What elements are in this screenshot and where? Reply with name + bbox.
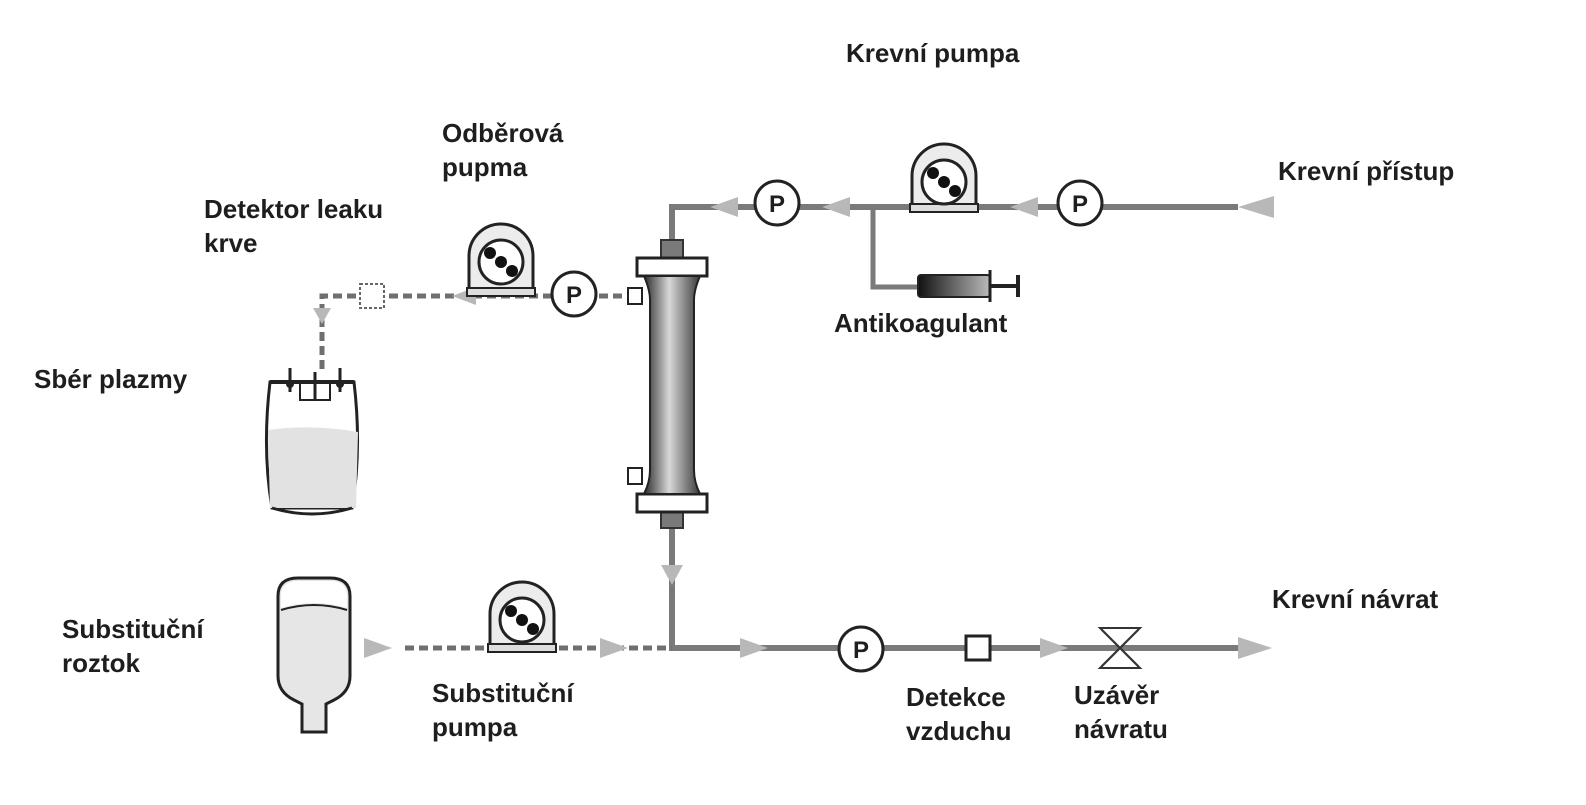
anticoagulant-line — [870, 207, 918, 290]
label-substitution-pump-l1: Substituční — [432, 678, 574, 708]
pressure-gauge-top-right — [1056, 179, 1104, 227]
arrow-column-down — [661, 565, 683, 585]
return-clamp-valve — [1097, 627, 1143, 669]
label-anticoagulant-text: Antikoagulant — [834, 308, 1008, 338]
label-collection-pump: Odběrová pupma — [442, 116, 563, 184]
plasma-filter-column — [627, 239, 709, 529]
label-substitution-pump: Substituční pumpa — [432, 676, 574, 744]
anticoagulant-syringe — [917, 270, 1020, 302]
label-leak-detector-l2: krve — [204, 228, 258, 258]
label-substitution-pump-l2: pumpa — [432, 712, 518, 742]
arrow-substitution-2 — [600, 638, 628, 658]
blood-line-bottom — [669, 522, 1238, 651]
collection-pump — [466, 222, 536, 297]
pressure-gauge-top-left — [753, 179, 801, 227]
blood-line-top — [669, 204, 1238, 245]
pressure-symbol-3: P — [566, 282, 582, 309]
arrow-substitution-1 — [364, 638, 392, 658]
label-return-clamp-l1: Uzávěr — [1074, 680, 1160, 710]
pressure-symbol-1: P — [769, 191, 785, 218]
pressure-gauge-return — [837, 625, 885, 673]
label-air-detection: Detekce vzduchu — [906, 680, 1011, 748]
label-substitution-solution-l2: roztok — [62, 648, 140, 678]
label-blood-pump-text: Krevní pumpa — [846, 38, 1020, 68]
plasma-collection-bag — [264, 368, 360, 516]
label-anticoagulant: Antikoagulant — [834, 306, 1007, 340]
flow-arrows — [313, 196, 1274, 659]
label-blood-return-text: Krevní návrat — [1272, 584, 1439, 614]
blood-pump — [909, 142, 979, 213]
arrow-plasma-2 — [313, 308, 331, 324]
label-leak-detector-l1: Detektor leaku — [204, 194, 384, 224]
label-collection-pump-l1: Odběrová — [442, 118, 564, 148]
label-return-clamp-l2: návratu — [1074, 714, 1168, 744]
label-air-detection-l2: vzduchu — [906, 716, 1012, 746]
label-air-detection-l1: Detekce — [906, 682, 1006, 712]
label-substitution-solution: Substituční roztok — [62, 612, 204, 680]
label-collection-pump-l2: pupma — [442, 152, 528, 182]
pressure-symbol-2: P — [1072, 191, 1088, 218]
arrow-return-2 — [1040, 638, 1068, 658]
arrow-return-1 — [740, 638, 768, 658]
label-blood-access: Krevní přístup — [1278, 154, 1454, 188]
arrow-top-3 — [710, 197, 738, 217]
pressure-symbol-4: P — [853, 637, 869, 664]
label-leak-detector: Detektor leaku krve — [204, 192, 383, 260]
air-detector — [964, 634, 992, 662]
label-blood-access-text: Krevní přístup — [1278, 156, 1455, 186]
arrow-top-1 — [1010, 197, 1038, 217]
label-plasma-collection: Sbér plazmy — [34, 362, 187, 396]
label-return-clamp: Uzávěr návratu — [1074, 678, 1168, 746]
blood-leak-detector — [359, 283, 385, 309]
label-blood-return: Krevní návrat — [1272, 582, 1438, 616]
arrow-return-out — [1238, 637, 1272, 659]
label-plasma-collection-text: Sbér plazmy — [34, 364, 188, 394]
substitution-solution-bottle — [276, 576, 352, 734]
arrow-access — [1238, 196, 1274, 218]
arrow-top-2 — [822, 197, 850, 217]
label-blood-pump: Krevní pumpa — [846, 36, 1019, 70]
substitution-pump — [487, 580, 557, 653]
pressure-gauge-plasma — [550, 270, 598, 318]
label-substitution-solution-l1: Substituční — [62, 614, 204, 644]
